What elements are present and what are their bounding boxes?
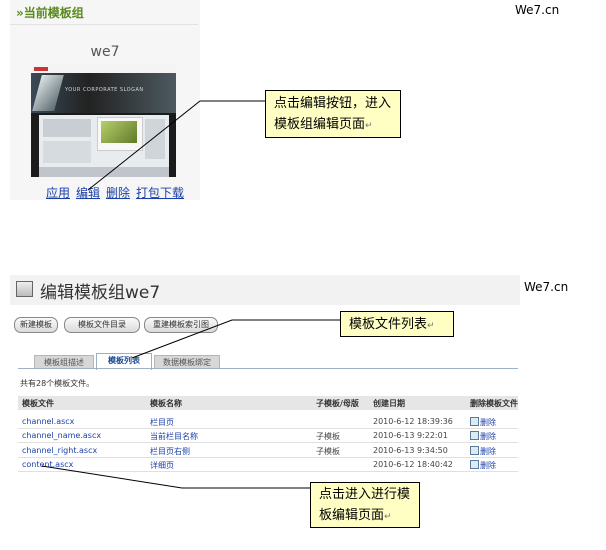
brand-label-bottom: We7.cn bbox=[524, 280, 569, 294]
delete-icon bbox=[470, 431, 479, 440]
tab-data-binding[interactable]: 数据模板绑定 bbox=[154, 355, 220, 369]
row-1-date: 2010-6-12 18:39:36 bbox=[373, 417, 453, 426]
row-2-date: 2010-6-13 9:22:01 bbox=[373, 431, 448, 440]
apply-link[interactable]: 应用 bbox=[46, 186, 71, 200]
row-2-type: 子模板 bbox=[316, 432, 340, 441]
template-group-actions: 应用编辑删除打包下载 bbox=[46, 184, 190, 201]
row-2-file[interactable]: channel_name.ascx bbox=[22, 431, 102, 440]
row-4-file[interactable]: content.ascx bbox=[22, 460, 74, 469]
col-delete: 删除模板文件 bbox=[470, 399, 518, 408]
return-mark: ↵ bbox=[384, 512, 392, 522]
row-separator bbox=[18, 471, 518, 472]
pointer-line-enter bbox=[41, 465, 310, 489]
row-4-name[interactable]: 详细页 bbox=[150, 461, 174, 470]
panel-title: »当前模板组 bbox=[16, 6, 84, 20]
thumbnail-logo bbox=[34, 67, 48, 71]
return-mark: ↵ bbox=[427, 321, 435, 331]
edit-link[interactable]: 编辑 bbox=[76, 186, 101, 200]
row-1-delete-label: 删除 bbox=[480, 418, 496, 427]
template-thumbnail: YOUR CORPORATE SLOGAN bbox=[31, 65, 176, 177]
callout-enter-line-2: 板编辑页面 bbox=[319, 508, 385, 523]
edit-template-group-window bbox=[10, 275, 520, 480]
row-3-date: 2010-6-13 9:34:50 bbox=[373, 446, 448, 455]
delete-link[interactable]: 删除 bbox=[106, 186, 131, 200]
brand-label-top: We7.cn bbox=[515, 3, 560, 17]
callout-enter-line-1: 点击进入进行模 bbox=[319, 487, 411, 502]
row-2-delete-label: 删除 bbox=[480, 432, 496, 441]
pointer-line-edit bbox=[87, 100, 265, 191]
delete-icon bbox=[470, 446, 479, 455]
row-3-name[interactable]: 栏目页右侧 bbox=[150, 447, 190, 456]
page-title: 编辑模板组we7 bbox=[40, 283, 161, 303]
delete-icon bbox=[470, 460, 479, 469]
row-1-file[interactable]: channel.ascx bbox=[22, 417, 75, 426]
row-3-type: 子模板 bbox=[316, 447, 340, 456]
col-template-name: 模板名称 bbox=[150, 399, 182, 408]
table-header bbox=[18, 396, 518, 410]
row-1-delete[interactable]: 删除 bbox=[470, 417, 496, 428]
callout-enter-edit: 点击进入进行模 板编辑页面↵ bbox=[310, 482, 420, 528]
col-created-date: 创建日期 bbox=[373, 399, 405, 408]
callout-edit-line-2: 模板组编辑页面 bbox=[274, 117, 366, 132]
row-3-delete-label: 删除 bbox=[480, 447, 496, 456]
template-directory-button[interactable]: 模板文件目录 bbox=[64, 317, 140, 333]
tab-group-description[interactable]: 模板组描述 bbox=[34, 355, 94, 369]
row-1-name[interactable]: 栏目页 bbox=[150, 418, 174, 427]
tabs-divider bbox=[18, 368, 518, 369]
row-4-delete[interactable]: 删除 bbox=[470, 460, 496, 471]
panel-divider bbox=[10, 24, 198, 25]
row-3-delete[interactable]: 删除 bbox=[470, 446, 496, 457]
tab-template-list[interactable]: 模板列表 bbox=[96, 353, 152, 370]
download-package-link[interactable]: 打包下载 bbox=[136, 186, 185, 200]
pointer-line-list bbox=[131, 319, 340, 359]
template-count: 共有28个模板文件。 bbox=[20, 379, 95, 388]
thumbnail-slogan: YOUR CORPORATE SLOGAN bbox=[65, 87, 144, 93]
row-2-delete[interactable]: 删除 bbox=[470, 431, 496, 442]
callout-edit: 点击编辑按钮，进入 模板组编辑页面↵ bbox=[265, 90, 401, 138]
row-separator bbox=[18, 442, 518, 443]
window-header bbox=[10, 275, 520, 305]
new-template-button[interactable]: 新建模板 bbox=[14, 317, 58, 333]
callout-template-list: 模板文件列表↵ bbox=[340, 311, 454, 337]
col-template-file: 模板文件 bbox=[22, 399, 54, 408]
row-4-date: 2010-6-12 18:40:42 bbox=[373, 460, 453, 469]
row-2-name[interactable]: 当前栏目名称 bbox=[150, 432, 198, 441]
row-4-delete-label: 删除 bbox=[480, 461, 496, 470]
row-3-file[interactable]: channel_right.ascx bbox=[22, 446, 98, 455]
delete-icon bbox=[470, 417, 479, 426]
callout-list-line-1: 模板文件列表 bbox=[349, 317, 428, 332]
return-mark: ↵ bbox=[365, 121, 373, 131]
row-separator bbox=[18, 428, 518, 429]
col-sub-master: 子模板/母版 bbox=[316, 399, 359, 408]
template-group-name: we7 bbox=[90, 44, 120, 60]
template-group-icon bbox=[16, 281, 33, 297]
callout-edit-line-1: 点击编辑按钮，进入 bbox=[274, 96, 392, 111]
row-separator bbox=[18, 457, 518, 458]
